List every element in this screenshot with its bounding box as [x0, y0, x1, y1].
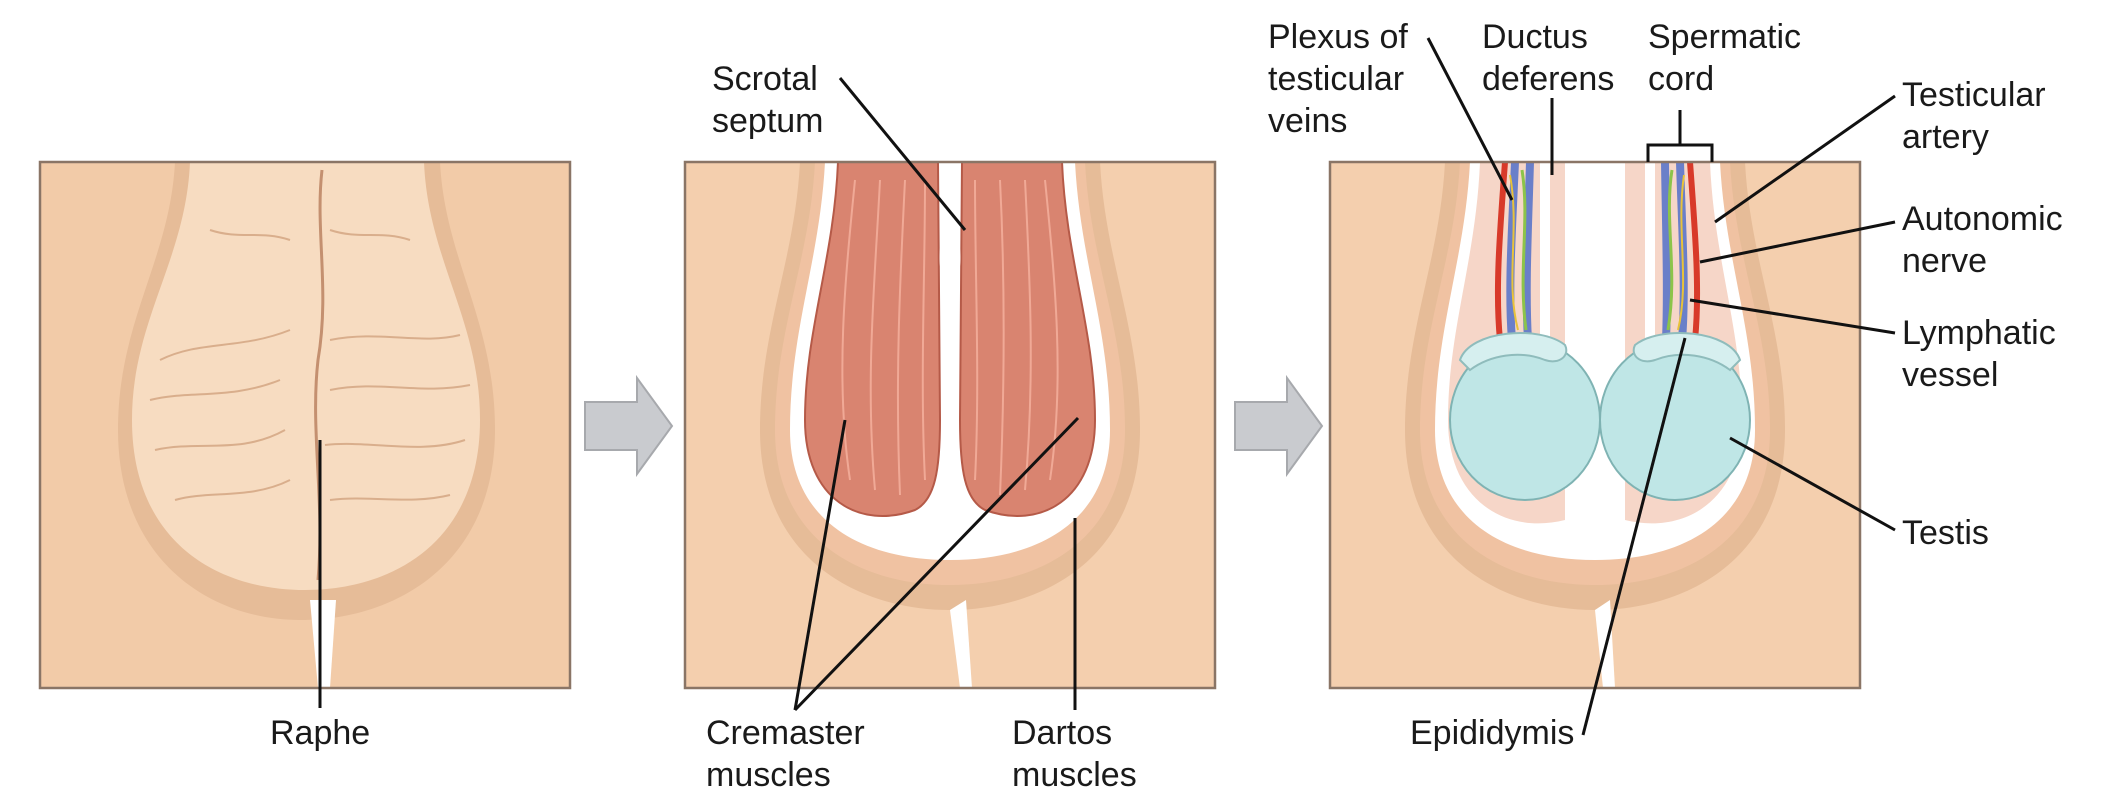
label-autonomic-nerve: Autonomic nerve — [1902, 200, 2063, 280]
vein-left-2 — [1522, 161, 1534, 341]
arrow-right-icon — [1234, 374, 1324, 478]
thigh-gap-2 — [950, 600, 972, 688]
arrow-right-icon — [584, 374, 674, 478]
skin-wrinkles — [149, 229, 471, 501]
vein-right-2 — [1661, 161, 1671, 341]
label-plexus-of-testicular-veins: Plexus of testicular veins — [1268, 18, 1408, 140]
scrotum-external — [132, 162, 480, 590]
cremaster-muscle-right — [958, 161, 1097, 517]
scrotal-septum-3 — [1584, 162, 1606, 290]
lymph-right — [1666, 169, 1674, 331]
epididymis-left — [1458, 332, 1568, 372]
label-lymphatic-vessel: Lymphatic vessel — [1902, 314, 2056, 394]
scrotal-septum — [939, 162, 961, 290]
muscle-fibers — [841, 179, 1059, 496]
leader-testis — [1729, 436, 1896, 532]
panel-external-view — [38, 160, 572, 690]
leader-lines — [318, 37, 1896, 736]
label-cremaster-muscles: Cremaster muscles — [706, 714, 865, 794]
leader-scrotal-septum — [838, 77, 967, 231]
epididymis-right — [1632, 332, 1742, 372]
panel-2-frame — [683, 160, 1217, 690]
leader-autonomic-nerve — [1699, 220, 1896, 264]
spermatic-cord-bracket — [1646, 143, 1714, 162]
artery-right — [1687, 161, 1701, 341]
label-epididymis: Epididymis — [1410, 714, 1575, 752]
leader-epididymis — [1581, 337, 1687, 736]
vein-left-1 — [1506, 161, 1519, 341]
label-testis: Testis — [1902, 514, 1989, 552]
spermatic-cord-right — [1645, 161, 1701, 345]
leader-testicular-artery — [1714, 94, 1896, 224]
label-raphe: Raphe — [270, 714, 371, 752]
label-ductus-deferens: Ductus deferens — [1482, 18, 1615, 98]
leader-cremaster-left — [793, 419, 847, 711]
nerve-left — [1509, 174, 1519, 331]
leader-lymphatic-vessel — [1689, 298, 1896, 335]
label-scrotal-septum: Scrotal septum — [712, 60, 824, 140]
label-spermatic-cord: Spermatic cord — [1648, 18, 1802, 98]
lymph-left — [1520, 169, 1528, 331]
label-testicular-artery: Testicular artery — [1902, 76, 2046, 156]
nerve-right — [1677, 174, 1685, 331]
thigh-gap — [310, 600, 336, 688]
panel-muscle-view — [683, 160, 1217, 690]
leader-plexus-veins — [1426, 37, 1514, 201]
leader-cremaster-right — [793, 416, 1080, 712]
panel-contents-view — [1328, 160, 1862, 690]
label-dartos-muscles: Dartos muscles — [1012, 714, 1137, 794]
panel-1-frame — [38, 160, 572, 690]
